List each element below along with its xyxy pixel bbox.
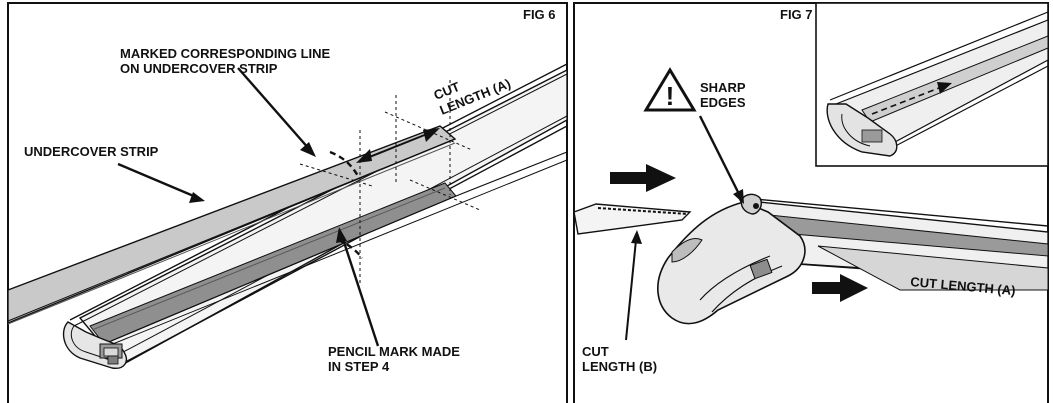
fig6-panel: FIG 6 MARKED CORRESPONDING LINE ON UNDER… <box>7 2 568 403</box>
fig6-marked-line <box>329 150 360 177</box>
fig6-crossbar <box>62 63 568 369</box>
fig7-arrow-insert-left <box>610 164 676 192</box>
fig7-crossbar <box>738 197 1049 291</box>
fig6-label-pencil-mark-2: IN STEP 4 <box>328 359 390 374</box>
fig6-undercover-strip <box>7 125 457 325</box>
fig6-leaders <box>117 67 380 347</box>
fig6-t-slot-block <box>99 343 123 365</box>
fig6-label-pencil-mark-1: PENCIL MARK MADE <box>328 344 460 359</box>
fig7-label-sharp-edges-1: SHARP <box>700 80 746 95</box>
fig6-label-undercover-strip: UNDERCOVER STRIP <box>24 144 159 159</box>
fig7-title: FIG 7 <box>780 7 813 22</box>
fig7-panel: ! FIG 7 SHARP EDGES CUT LENGTH (A) CUT L… <box>573 2 1049 403</box>
fig7-frame <box>573 2 1049 403</box>
fig6-cut-length-arrow <box>356 128 440 163</box>
fig7-sliding-strip <box>817 245 1049 291</box>
fig7-strip-piece-b <box>573 203 692 235</box>
fig7-label-cut-length-b-2: LENGTH (B) <box>582 359 657 374</box>
fig6-frame <box>7 2 568 403</box>
fig6-label-marked-line-2: ON UNDERCOVER STRIP <box>120 61 278 76</box>
fig6-cut-guides <box>299 80 481 285</box>
fig7-label-sharp-edges-2: EDGES <box>700 95 746 110</box>
warning-triangle-icon: ! <box>643 67 697 112</box>
fig7-inset <box>815 2 1049 167</box>
fig7-foot <box>657 193 806 325</box>
warning-exclamation: ! <box>666 81 675 111</box>
fig6-label-marked-line-1: MARKED CORRESPONDING LINE <box>120 46 331 61</box>
fig7-arrow-insert-right <box>812 274 868 302</box>
fig7-label-cut-length-b-1: CUT <box>582 344 609 359</box>
fig7-leaders <box>625 115 744 341</box>
fig6-title: FIG 6 <box>523 7 556 22</box>
